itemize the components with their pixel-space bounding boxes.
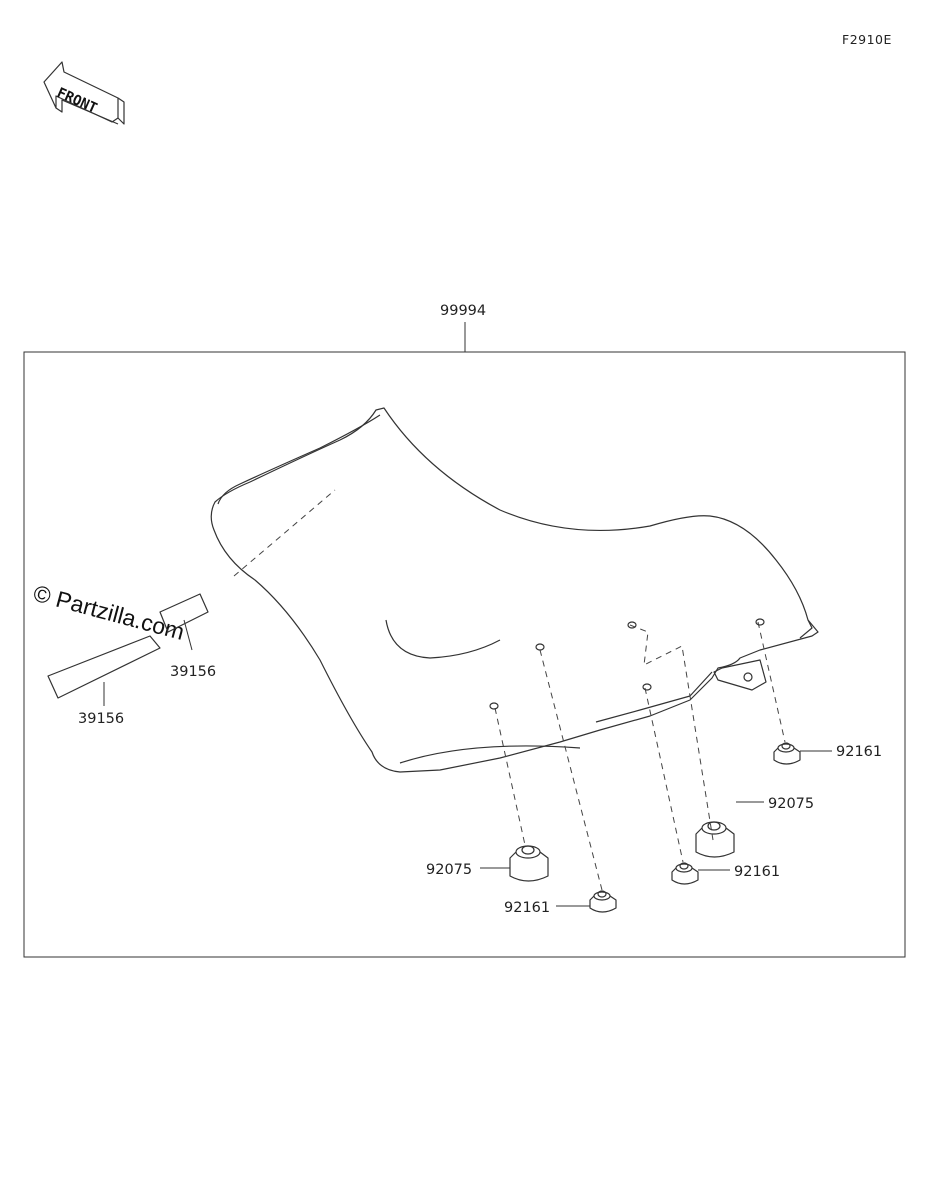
tape-strip-lower	[47, 635, 161, 706]
figure-code: F2910E	[842, 32, 892, 47]
part-label-damper-large-left: 92075	[426, 862, 472, 878]
part-label-tape-lower: 39156	[78, 711, 124, 727]
part-label-damper-large-right: 92075	[768, 796, 814, 812]
damper-icon	[509, 845, 549, 882]
damper-icon	[773, 742, 801, 765]
damper-icon	[589, 890, 617, 913]
part-label-damper-mid: 92161	[734, 864, 780, 880]
damper-icon	[695, 821, 735, 858]
damper-icon	[671, 862, 699, 885]
watermark-text: © Partzilla.com	[31, 580, 187, 645]
assembly-frame	[23, 351, 906, 958]
part-label-tape-upper: 39156	[170, 664, 216, 680]
mount-hole-markers	[489, 618, 765, 710]
front-arrow-icon: FRONT	[43, 61, 125, 125]
part-label-damper-rear-right: 92161	[836, 744, 882, 760]
tape-strip-upper	[159, 489, 336, 651]
seat-outline	[210, 407, 819, 773]
mounting-guides	[494, 621, 786, 891]
part-label-damper-front-left: 92161	[504, 900, 550, 916]
assembly-part-number: 99994	[440, 303, 486, 319]
